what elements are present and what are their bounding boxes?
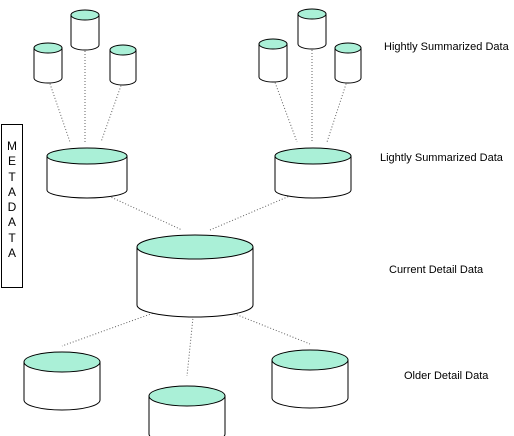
connector-line: [47, 77, 71, 143]
connector-line: [186, 297, 196, 377]
metadata-letter: T: [8, 169, 16, 184]
disk-ls-left: [46, 147, 128, 199]
disk-old-right: [271, 349, 349, 409]
connector-line: [326, 77, 349, 143]
disk-ls-right: [274, 147, 352, 199]
disk-hs-left-left: [33, 42, 63, 84]
disk-top: [70, 9, 100, 21]
disk-body: [148, 395, 226, 436]
metadata-letter: D: [7, 200, 17, 215]
metadata-letter: T: [8, 230, 16, 245]
disk-top: [297, 8, 327, 20]
disk-body: [136, 246, 254, 318]
connector-line: [86, 185, 183, 231]
disk-body: [274, 155, 352, 199]
label-lightly-summarized: Lightly Summarized Data: [380, 152, 503, 164]
metadata-letter: A: [7, 215, 16, 230]
metadata-letter: M: [7, 139, 17, 153]
disk-old-left: [23, 351, 101, 411]
disk-body: [33, 47, 63, 84]
disk-old-middle: [148, 385, 226, 436]
disk-top: [109, 44, 137, 56]
disk-body: [46, 155, 128, 199]
disk-top: [271, 349, 349, 371]
disk-top: [334, 42, 362, 54]
metadata-letter: A: [7, 184, 16, 199]
disk-top: [46, 147, 128, 165]
disk-hs-right-right: [334, 42, 362, 84]
disk-top: [136, 234, 254, 260]
disk-current: [136, 234, 254, 318]
label-highly-summarized: Hightly Summarized Data: [384, 41, 509, 53]
disk-body: [70, 14, 100, 51]
disk-top: [148, 385, 226, 407]
disk-body: [258, 43, 288, 83]
disk-body: [109, 49, 137, 86]
label-current-detail: Current Detail Data: [389, 264, 484, 276]
metadata-letter: A: [7, 246, 16, 261]
disk-hs-right-top: [297, 8, 327, 50]
connector-line: [100, 79, 124, 143]
disk-body: [23, 361, 101, 411]
disk-body: [297, 13, 327, 50]
connector-line: [61, 297, 196, 347]
disk-top: [33, 42, 63, 54]
disk-top: [23, 351, 101, 373]
disk-hs-left-right: [109, 44, 137, 86]
disk-body: [271, 359, 349, 409]
disk-body: [334, 47, 362, 84]
disk-top: [274, 147, 352, 165]
label-older-detail: Older Detail Data: [404, 370, 489, 382]
disk-top: [258, 38, 288, 50]
disk-hs-left-top: [70, 9, 100, 51]
metadata-letter: E: [7, 154, 16, 169]
disk-hs-right-left: [258, 38, 288, 83]
connector-line: [272, 76, 298, 143]
